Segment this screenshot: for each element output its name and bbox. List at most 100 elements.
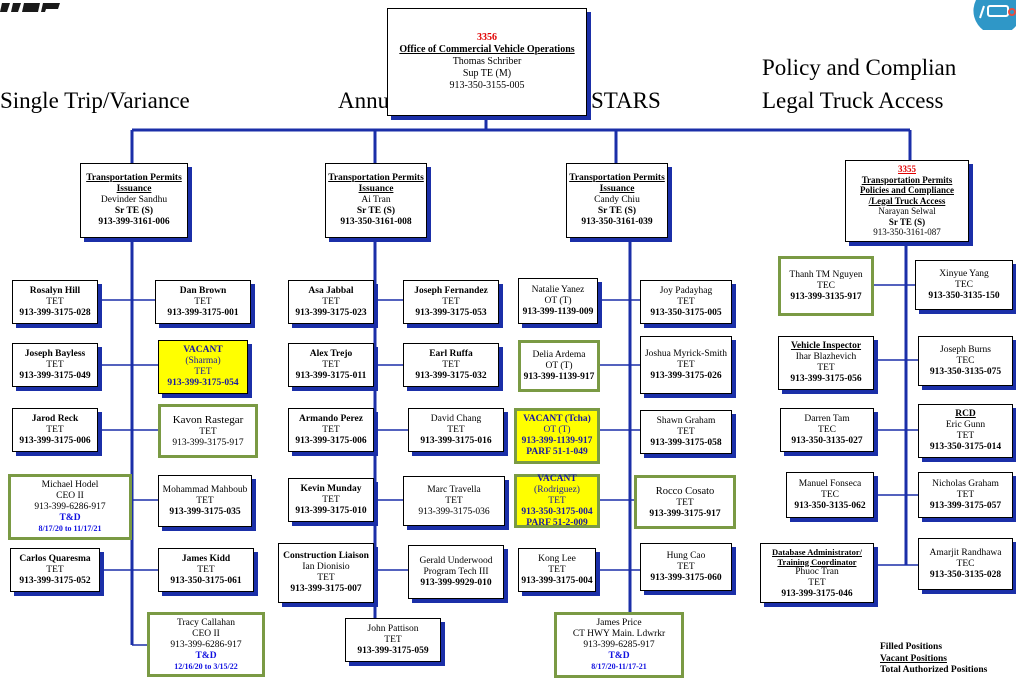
staff-box: Joseph Burns TEC 913-350-3135-075 xyxy=(918,336,1013,386)
staff-name: John Pattison xyxy=(367,623,419,634)
staff-name: Ian Dionisio xyxy=(302,562,350,572)
staff-phone: 913-399-3175-016 xyxy=(420,435,492,446)
staff-name: Xinyue Yang xyxy=(939,268,989,279)
supervisor-box: Transportation Permits Issuance Devinder… xyxy=(80,163,188,238)
staff-position: TET xyxy=(548,564,566,575)
staff-box-vacant: VACANT (Rodriguez) TET 913-350-3175-004 … xyxy=(514,474,600,528)
supervisor-code: 3355 xyxy=(898,164,916,175)
staff-title: RCD xyxy=(955,409,976,419)
staff-name: Nicholas Graham xyxy=(932,478,999,489)
office-name: Thomas Schriber xyxy=(452,56,522,67)
staff-phone: 913-399-3175-001 xyxy=(167,307,239,318)
supervisor-title: Transportation Permits xyxy=(86,173,182,183)
supervisor-phone: 913-399-3161-006 xyxy=(98,217,170,227)
staff-name: Ihar Blazhevich xyxy=(795,352,857,362)
staff-phone: 913-399-3175-011 xyxy=(295,370,367,381)
staff-position: TET xyxy=(46,564,64,575)
staff-position: OT (T) xyxy=(545,360,573,371)
staff-phone: 913-350-3135-150 xyxy=(928,290,1000,301)
supervisor-title: Issuance xyxy=(599,184,635,194)
staff-box-green: Thanh TM Nguyen TEC 913-399-3135-917 xyxy=(778,256,874,316)
staff-phone: 913-399-1139-917 xyxy=(523,371,595,382)
staff-phone: 913-399-6285-917 xyxy=(583,640,655,650)
staff-position: TET xyxy=(817,363,835,373)
staff-box: Xinyue Yang TEC 913-350-3135-150 xyxy=(915,260,1013,310)
staff-note: T&D xyxy=(59,513,81,523)
staff-position: TET xyxy=(46,424,64,435)
staff-box: Earl Ruffa TET 913-399-3175-032 xyxy=(403,343,499,387)
staff-phone: 913-399-3175-060 xyxy=(650,572,722,583)
staff-position: CEO II xyxy=(56,491,84,501)
supervisor-name: Ai Tran xyxy=(361,195,391,205)
staff-box: Marc Travella TET 913-399-3175-036 xyxy=(403,476,505,526)
staff-dates: 12/16/20 to 3/15/22 xyxy=(174,661,238,671)
staff-name: Mohammad Mahboub xyxy=(162,484,248,495)
staff-phone: 913-399-6286-917 xyxy=(34,502,106,512)
staff-name: James Price xyxy=(596,618,642,628)
staff-box: Asa Jabbal TET 913-399-3175-023 xyxy=(288,280,374,324)
staff-name: Joseph Fernandez xyxy=(414,285,488,296)
supervisor-box: 3355 Transportation Permits Policies and… xyxy=(845,160,969,242)
staff-name: Kavon Rastegar xyxy=(172,413,244,426)
staff-phone: 913-399-3175-052 xyxy=(19,575,91,586)
staff-phone: 913-399-3175-058 xyxy=(650,437,722,448)
staff-position: TET xyxy=(317,573,335,583)
staff-position: TEC xyxy=(956,558,975,569)
staff-name: Phuoc Tran xyxy=(795,566,839,577)
staff-position: TET xyxy=(199,426,217,437)
office-phone: 913-350-3155-005 xyxy=(449,80,525,91)
staff-phone: 913-399-3175-010 xyxy=(295,505,367,516)
staff-dates: 8/17/20 to 11/17/21 xyxy=(38,524,102,533)
staff-position: TET xyxy=(677,296,695,307)
staff-phone: 913-399-3135-917 xyxy=(790,291,862,302)
office-box: 3356 Office of Commercial Vehicle Operat… xyxy=(387,8,587,116)
staff-position: Program Tech III xyxy=(423,566,489,577)
supervisor-phone: 913-350-3161-087 xyxy=(873,227,941,238)
staff-box-td: Tracy Callahan CEO II 913-399-6286-917 T… xyxy=(147,612,265,677)
staff-sub: (Rodriguez) xyxy=(534,484,580,495)
staff-box-vacant: VACANT (Tcha) OT (T) 913-399-1139-917 PA… xyxy=(514,408,600,464)
staff-box: Gerald Underwood Program Tech III 913-39… xyxy=(408,545,504,599)
staff-box: Dan Brown TET 913-399-3175-001 xyxy=(155,280,251,324)
staff-title: Vehicle Inspector xyxy=(790,341,862,351)
staff-note: T&D xyxy=(608,651,630,661)
staff-position: TEC xyxy=(818,424,836,435)
legend-filled: Filled Positions xyxy=(880,642,943,652)
agency-logo xyxy=(0,0,62,12)
staff-name: David Chang xyxy=(430,413,482,424)
staff-box: Joy Padayhag TET 913-350-3175-005 xyxy=(640,280,732,324)
staff-position: TET xyxy=(194,367,212,377)
staff-box: Joseph Fernandez TET 913-399-3175-053 xyxy=(403,280,499,324)
staff-box: Shawn Graham TET 913-399-3175-058 xyxy=(640,410,732,454)
staff-phone: 913-399-3175-917 xyxy=(649,508,721,519)
staff-phone: 913-399-1139-917 xyxy=(521,436,593,446)
staff-parf: PARF 51-1-049 xyxy=(526,447,588,457)
staff-box: Carlos Quaresma TET 913-399-3175-052 xyxy=(10,548,100,592)
supervisor-phone: 913-350-3161-039 xyxy=(581,217,653,227)
staff-position: CEO II xyxy=(192,628,220,639)
staff-position: TET xyxy=(956,489,975,500)
staff-name: Joseph Burns xyxy=(940,344,991,355)
staff-box: Nicholas Graham TET 913-399-3175-057 xyxy=(918,472,1013,518)
heading-policy-line2: Legal Truck Access xyxy=(762,88,944,113)
staff-box: Armando Perez TET 913-399-3175-006 xyxy=(288,408,374,452)
staff-phone: 913-350-3175-014 xyxy=(929,442,1002,452)
staff-box-vacant: VACANT (Sharma) TET 913-399-3175-054 xyxy=(158,340,248,394)
staff-position: TEC xyxy=(821,489,839,500)
staff-position: TET xyxy=(322,359,340,370)
staff-position: TET xyxy=(322,494,340,505)
staff-position: OT (T) xyxy=(544,295,572,306)
staff-box: John Pattison TET 913-399-3175-059 xyxy=(345,618,441,662)
staff-phone: 913-399-3175-007 xyxy=(290,584,362,594)
staff-sub: (Sharma) xyxy=(185,356,221,366)
staff-box: Vehicle Inspector Ihar Blazhevich TET 91… xyxy=(778,336,874,390)
staff-box: Rosalyn Hill TET 913-399-3175-028 xyxy=(12,280,98,324)
staff-phone: 913-350-3135-062 xyxy=(794,500,866,511)
staff-phone: 913-399-3175-006 xyxy=(19,435,91,446)
staff-box: Manuel Fonseca TEC 913-350-3135-062 xyxy=(786,472,874,518)
staff-box: Joseph Bayless TET 913-399-3175-049 xyxy=(12,343,98,387)
staff-name: Rosalyn Hill xyxy=(29,285,81,296)
supervisor-name: Candy Chiu xyxy=(594,195,640,205)
staff-phone: 913-399-3175-917 xyxy=(172,437,244,448)
staff-box: Amarjit Randhawa TEC 913-350-3135-028 xyxy=(918,538,1013,590)
